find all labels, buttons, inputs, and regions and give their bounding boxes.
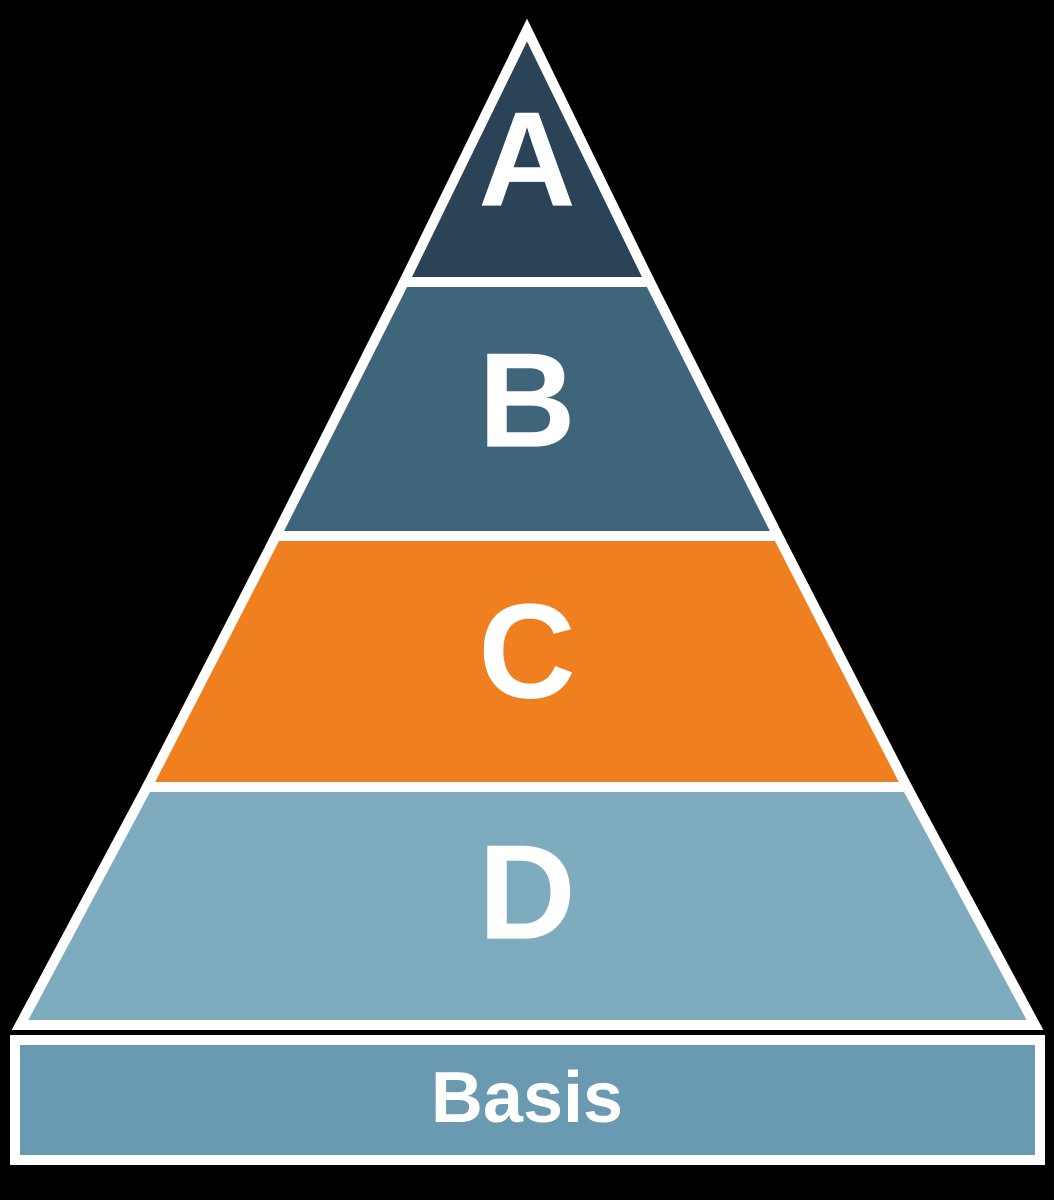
pyramid-tier-a-shape bbox=[395, 18, 659, 287]
pyramid-tier-c[interactable]: C bbox=[138, 531, 916, 792]
pyramid-basis-bar[interactable]: Basis bbox=[10, 1035, 1045, 1165]
pyramid-tier-b[interactable]: B bbox=[267, 277, 787, 541]
pyramid-basis-label: Basis bbox=[431, 1058, 623, 1138]
pyramid-tier-d[interactable]: D bbox=[11, 782, 1044, 1030]
pyramid-tier-a[interactable]: A bbox=[395, 18, 659, 287]
pyramid-tier-c-label: C bbox=[478, 576, 576, 727]
pyramid-tier-b-label: B bbox=[478, 325, 576, 476]
pyramid-basis-bar-shape bbox=[10, 1035, 1045, 1165]
pyramid-tier-a-label: A bbox=[478, 84, 576, 235]
pyramid-tier-d-label: D bbox=[478, 817, 576, 968]
